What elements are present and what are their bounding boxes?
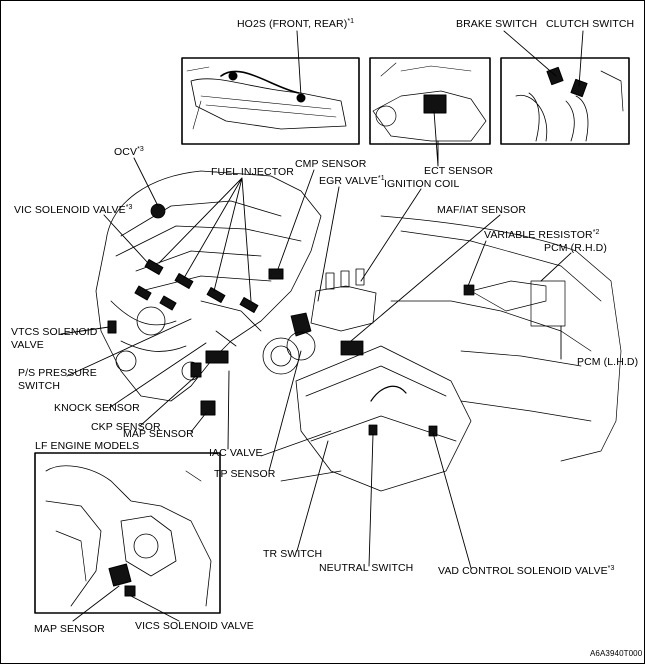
label-pcm-rhd: PCM (R.H.D) [544, 242, 607, 254]
label-fuel-injector: FUEL INJECTOR [211, 166, 294, 178]
vehicle-body-outline [260, 215, 622, 482]
label-inset-map-sensor: MAP SENSOR [34, 623, 105, 635]
label-variable-resistor: VARIABLE RESISTOR*2 [484, 229, 600, 241]
label-vad-control-solenoid-valve: VAD CONTROL SOLENOID VALVE*3 [438, 565, 615, 577]
label-ocv: OCV*3 [114, 146, 144, 158]
lf-engine-inset [34, 452, 221, 622]
label-vtcs-valve: VALVE [11, 339, 44, 351]
ho2s-detail-box [181, 57, 360, 145]
label-pcm-lhd: PCM (L.H.D) [577, 356, 639, 368]
map-sensor-part [200, 400, 216, 416]
label-clutch-switch: CLUTCH SWITCH [546, 18, 635, 30]
ckp-sensor-part [190, 362, 202, 378]
engine-block [95, 170, 322, 402]
fuel-injectors [134, 259, 259, 313]
label-vics-solenoid-valve: VICS SOLENOID VALVE [135, 620, 254, 632]
iac-valve-part [205, 350, 229, 364]
air-cleaner [295, 345, 472, 492]
label-ps-switch: SWITCH [18, 380, 61, 392]
ect-detail-box [369, 57, 491, 145]
figure-code: A6A3940T000 [590, 649, 643, 658]
label-lf-engine-models: LF ENGINE MODELS [35, 440, 140, 452]
label-vic-solenoid-valve: VIC SOLENOID VALVE*3 [14, 204, 133, 216]
label-ho2s: HO2S (FRONT, REAR)*1 [237, 18, 355, 30]
label-map-sensor: MAP SENSOR [123, 428, 194, 440]
label-maf-iat-sensor: MAF/IAT SENSOR [437, 204, 527, 216]
label-knock-sensor: KNOCK SENSOR [54, 402, 140, 414]
label-iac-valve: IAC VALVE [209, 447, 263, 459]
label-brake-switch: BRAKE SWITCH [456, 18, 538, 30]
label-tr-switch: TR SWITCH [263, 548, 323, 560]
cmp-sensor-part [268, 268, 284, 280]
label-ect-sensor: ECT SENSOR [424, 165, 494, 177]
label-tp-sensor: TP SENSOR [214, 468, 276, 480]
throttle-body [262, 331, 364, 375]
label-neutral-switch: NEUTRAL SWITCH [319, 562, 414, 574]
leader-lines [60, 30, 584, 569]
label-vtcs-solenoid: VTCS SOLENOID [11, 326, 98, 338]
label-ps-pressure: P/S PRESSURE [18, 367, 97, 379]
ignition-coil-assembly [290, 268, 377, 337]
label-ignition-coil: IGNITION COIL [384, 178, 460, 190]
pedal-switch-detail-box [500, 57, 630, 145]
label-egr-valve: EGR VALVE*1 [319, 175, 385, 187]
label-ckp-sensor: CKP SENSOR [91, 421, 161, 433]
label-cmp-sensor: CMP SENSOR [295, 158, 367, 170]
